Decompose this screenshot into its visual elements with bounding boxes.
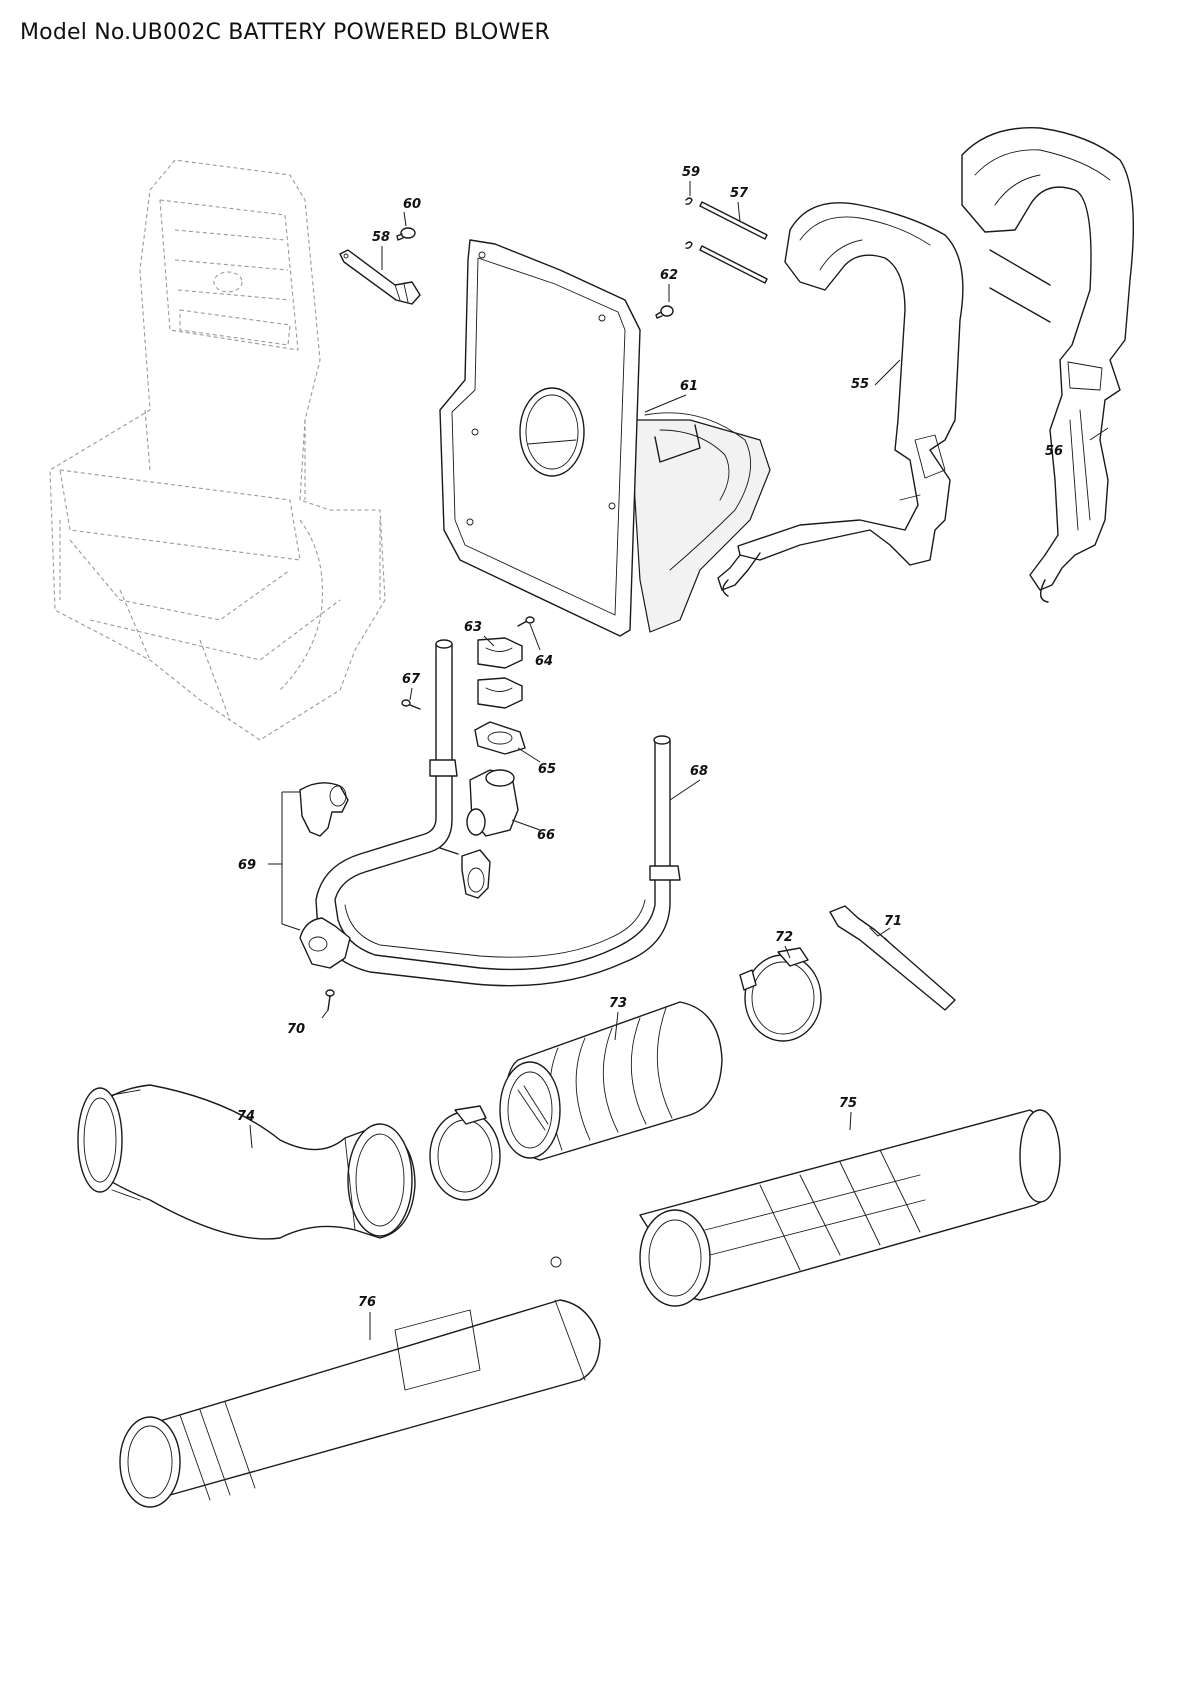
label-59: 59 xyxy=(682,165,700,180)
part-labels: 55 56 57 58 59 60 61 62 63 64 67 65 66 6… xyxy=(237,165,1063,1310)
frame-reference-outline xyxy=(49,159,386,741)
label-62: 62 xyxy=(660,268,678,283)
part-75-pipe xyxy=(639,1109,1061,1307)
leader-lines xyxy=(249,181,1109,1340)
label-68: 68 xyxy=(690,764,708,779)
part-76-straight-pipe xyxy=(119,1256,601,1508)
label-66: 66 xyxy=(537,828,555,843)
label-75: 75 xyxy=(839,1096,857,1111)
label-57: 57 xyxy=(730,186,749,201)
label-72: 72 xyxy=(775,930,793,945)
label-60: 60 xyxy=(403,197,421,212)
label-63: 63 xyxy=(464,620,482,635)
part-65-clamp xyxy=(474,721,526,755)
part-60-screw xyxy=(396,227,416,241)
label-58: 58 xyxy=(372,230,390,245)
page-title: Model No.UB002C BATTERY POWERED BLOWER xyxy=(20,20,551,45)
part-66-small-clamp xyxy=(439,847,491,899)
label-64: 64 xyxy=(535,654,553,669)
label-69: 69 xyxy=(238,858,256,873)
part-66-pipe-holder xyxy=(466,769,519,837)
part-68-u-frame xyxy=(315,639,681,987)
part-69-elbow xyxy=(299,782,351,969)
part-58-buckle xyxy=(339,249,421,305)
label-56: 56 xyxy=(1045,444,1063,459)
part-67-screw xyxy=(401,699,421,710)
part-71-strap xyxy=(829,905,956,1011)
part-63-clamp-half xyxy=(477,637,523,709)
part-74-curved-pipe xyxy=(77,1084,416,1240)
part-59-retainer xyxy=(685,197,693,249)
part-55-shoulder-strap xyxy=(717,202,964,597)
part-62-screw xyxy=(655,305,674,319)
part-70-screw xyxy=(325,989,335,1011)
label-61: 61 xyxy=(680,379,698,394)
label-71: 71 xyxy=(884,914,902,929)
label-74: 74 xyxy=(237,1109,255,1124)
label-76: 76 xyxy=(358,1295,376,1310)
clamp-near-hose xyxy=(429,1105,501,1201)
label-55: 55 xyxy=(851,377,869,392)
label-70: 70 xyxy=(287,1022,305,1037)
part-72-hose-clamp xyxy=(739,947,822,1042)
part-61-back-plate xyxy=(439,239,771,637)
part-57-pin xyxy=(699,201,768,284)
part-56-shoulder-strap xyxy=(961,127,1135,603)
label-65: 65 xyxy=(538,762,556,777)
part-73-flex-hose xyxy=(499,1001,723,1161)
label-73: 73 xyxy=(609,996,627,1011)
label-67: 67 xyxy=(402,672,421,687)
part-64-screw xyxy=(517,616,535,627)
